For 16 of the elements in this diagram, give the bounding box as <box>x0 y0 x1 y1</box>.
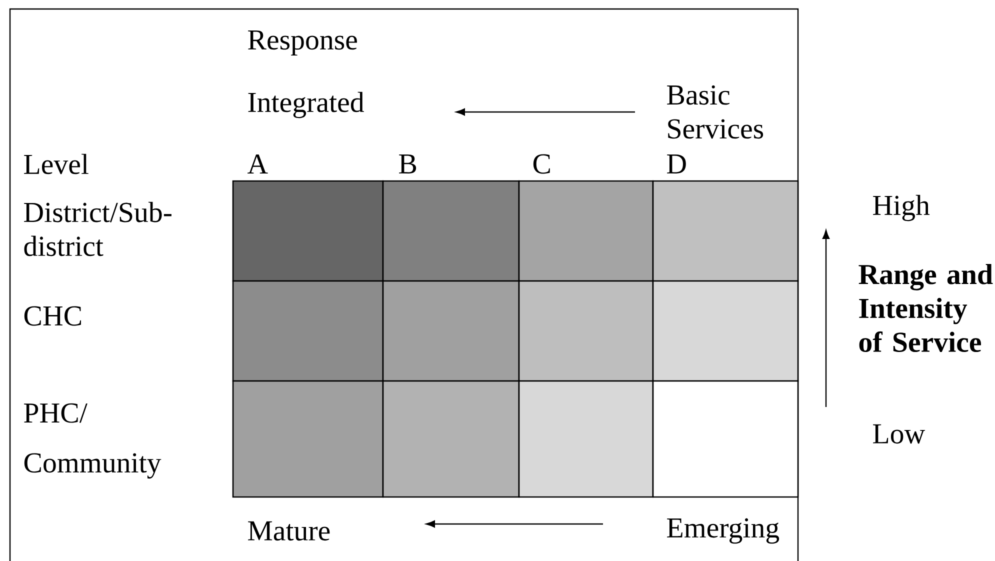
axis-end-label: Mature <box>248 521 330 541</box>
axis-end-label: High <box>873 194 930 222</box>
row-heading: PHC/ Community <box>24 403 162 479</box>
axis-end-label: Integrated <box>248 92 364 118</box>
row-heading: CHC <box>24 306 81 326</box>
axis-end-label: Emerging <box>667 518 780 544</box>
column-heading: C <box>533 154 550 174</box>
column-heading: D <box>667 154 686 174</box>
row-heading: District/Sub-district <box>24 202 172 256</box>
axis-title: Response <box>248 30 357 56</box>
column-heading: A <box>248 154 268 174</box>
column-heading: B <box>399 154 416 174</box>
axis-end-label: Low <box>873 424 926 444</box>
axis-end-label: Basic Services <box>667 85 764 139</box>
axis-title: Range and Intensity of Service <box>858 264 993 352</box>
column-heading: Level <box>24 154 88 174</box>
